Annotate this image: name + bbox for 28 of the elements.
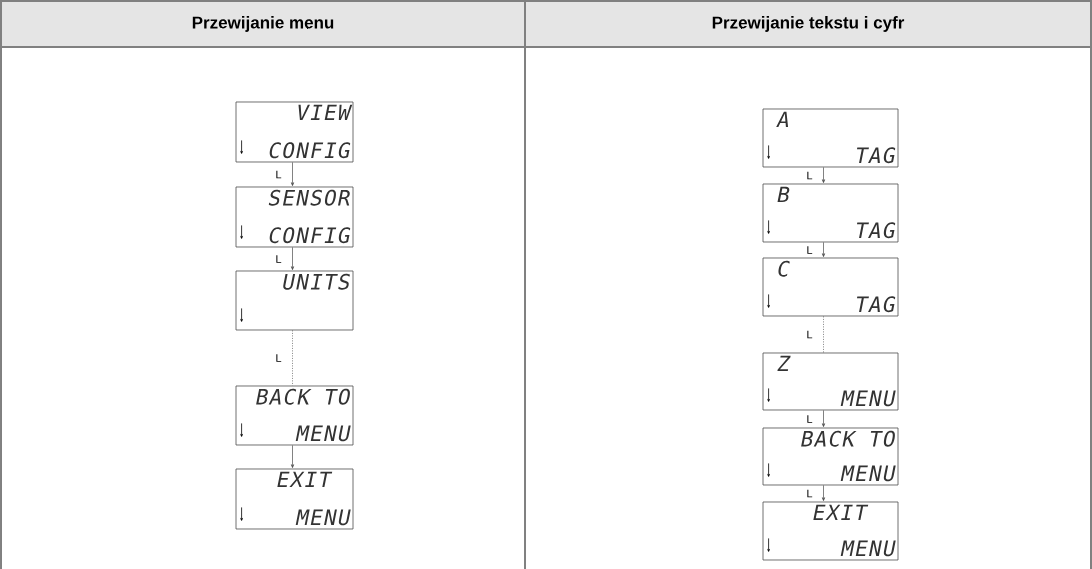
lcd-display: VIEW CONFIG <box>235 101 354 163</box>
edge-label: L <box>807 171 813 180</box>
arrow <box>821 242 826 257</box>
lcd-display: B TAG <box>762 183 899 243</box>
lcd-display: SENSOR CONFIG <box>235 186 354 248</box>
arrow <box>290 162 295 186</box>
arrow <box>821 410 826 427</box>
edge-label: L <box>276 354 282 362</box>
lcd-display: Z MENU <box>762 352 899 411</box>
arrow <box>821 485 826 501</box>
edge-label: L <box>807 489 813 498</box>
arrow <box>290 247 295 270</box>
header-cell: Przewijanie menu <box>0 0 526 48</box>
edge-label: L <box>807 415 813 423</box>
lcd-display: BACK TO MENU <box>762 427 899 486</box>
arrow <box>821 167 826 183</box>
lcd-display: A TAG <box>762 108 899 168</box>
lcd-display: UNITS <box>235 270 354 331</box>
edge-label: L <box>276 170 282 179</box>
edge-label: L <box>807 330 813 339</box>
edge-label: L <box>276 255 282 263</box>
edge-label: L <box>807 246 813 254</box>
lcd-display: C TAG <box>762 257 899 317</box>
lcd-display: EXIT MENU <box>762 501 899 561</box>
lcd-display: EXIT MENU <box>235 468 354 530</box>
header-cell: Przewijanie tekstu i cyfr <box>524 0 1092 48</box>
lcd-display: BACK TO MENU <box>235 385 354 446</box>
arrow <box>290 445 295 468</box>
